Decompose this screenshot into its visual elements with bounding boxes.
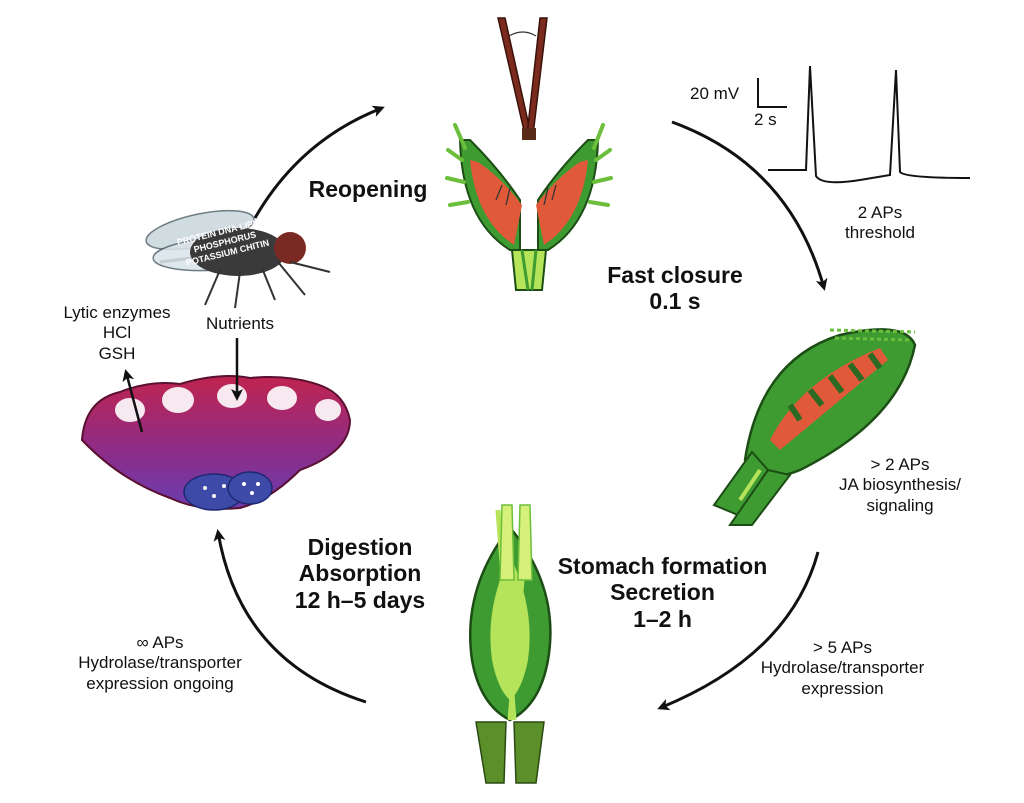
- note-ongoing-expression: ∞ APs Hydrolase/transporter expression o…: [50, 633, 270, 694]
- fly-illustration: [145, 209, 331, 309]
- cycle-arrow-stomach: [657, 551, 820, 711]
- stage-secretion-title: Secretion: [610, 579, 715, 606]
- closed-trap-illustration: [712, 328, 917, 526]
- note-hydrolase-expression: > 5 APs Hydrolase/transporter expression: [735, 638, 950, 699]
- stomach-trap-illustration: [468, 504, 552, 784]
- stage-fast-closure-time: 0.1 s: [649, 288, 701, 315]
- note-secretion-line: GSH: [98, 343, 136, 363]
- stage-stomach-title: Stomach formation: [557, 553, 768, 579]
- scale-time-label: 2 s: [754, 110, 777, 129]
- gland-cross-section: [80, 375, 352, 511]
- arrow-secretion-out: [122, 369, 144, 433]
- note-ja-line: signaling: [866, 495, 934, 515]
- note-ongoing-line: Hydrolase/transporter: [78, 653, 242, 673]
- stage-digestion-title: Digestion: [307, 534, 413, 560]
- note-ja-signaling: > 2 APs JA biosynthesis/ signaling: [830, 455, 970, 516]
- note-nutrients: Nutrients: [185, 314, 295, 334]
- note-secretion-line: Lytic enzymes: [63, 303, 171, 322]
- cycle-arrow-digestion: [213, 529, 367, 704]
- scale-voltage-label: 20 mV: [690, 84, 740, 103]
- stage-stomach-formation: Stomach formation Secretion 1–2 h: [535, 553, 790, 632]
- note-ja-line: JA biosynthesis/: [839, 475, 961, 495]
- cycle-arrow-reopening: [253, 105, 385, 219]
- note-ja-line: > 2 APs: [870, 455, 930, 474]
- scale-bar: [757, 78, 787, 108]
- note-gland-secretions: Lytic enzymes HCl GSH: [42, 303, 192, 364]
- stage-reopening-title: Reopening: [308, 176, 428, 202]
- stage-fast-closure: Fast closure 0.1 s: [585, 262, 765, 315]
- stage-digestion-time: 12 h–5 days: [294, 586, 426, 613]
- note-threshold-line: 2 APs: [857, 203, 903, 222]
- note-nutrients-label: Nutrients: [205, 314, 275, 333]
- note-secretion-line: HCl: [102, 323, 132, 343]
- action-potential-trace: [768, 65, 971, 184]
- note-ongoing-line: ∞ APs: [136, 633, 184, 652]
- cycle-arrow-fast-closure: [671, 120, 828, 291]
- open-trap-illustration: [445, 17, 613, 291]
- note-hydrolase-line: expression: [801, 678, 884, 698]
- stage-reopening: Reopening: [298, 176, 438, 202]
- stage-stomach-time: 1–2 h: [633, 605, 692, 632]
- stage-fast-closure-title: Fast closure: [607, 262, 743, 288]
- stage-absorption-title: Absorption: [298, 560, 422, 587]
- note-threshold-line: threshold: [845, 223, 915, 243]
- stage-digestion: Digestion Absorption 12 h–5 days: [275, 534, 445, 613]
- note-threshold: 2 APs threshold: [820, 203, 940, 244]
- note-hydrolase-line: Hydrolase/transporter: [760, 658, 925, 678]
- note-ongoing-line: expression ongoing: [86, 673, 234, 693]
- note-hydrolase-line: > 5 APs: [812, 638, 873, 657]
